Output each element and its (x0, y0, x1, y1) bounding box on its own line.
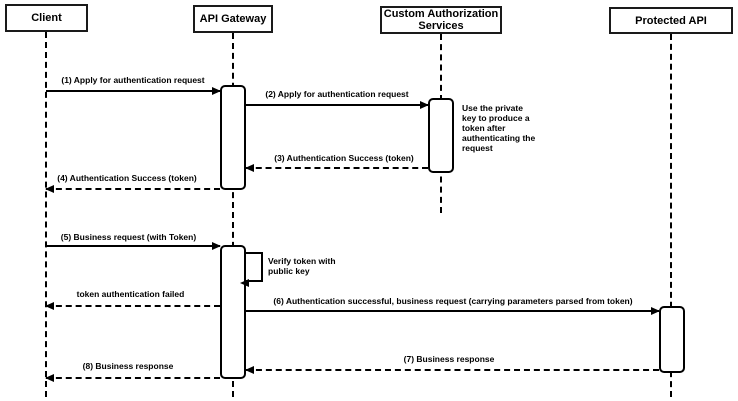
message-4-line (46, 188, 220, 190)
arrowhead-right-icon (651, 307, 660, 315)
arrowhead-right-icon (212, 87, 221, 95)
activation-custom-authorization-services (428, 98, 454, 173)
lifeline-api-gateway (232, 33, 234, 397)
lifeline-client (45, 32, 47, 397)
message-token-failed-line (46, 305, 220, 307)
participant-api-gateway-label: API Gateway (199, 13, 267, 25)
message-1-line (46, 90, 220, 92)
arrowhead-left-icon (245, 164, 254, 172)
self-message-verify-token-label: Verify token with public key (268, 256, 336, 276)
participant-api-gateway: API Gateway (193, 5, 273, 33)
message-5-label: (5) Business request (with Token) (60, 232, 197, 242)
message-4-label: (4) Authentication Success (token) (57, 173, 197, 183)
message-7-line (246, 369, 659, 371)
self-message-verify-token (240, 252, 263, 287)
activation-api-gateway-2 (220, 245, 246, 379)
note-private-key: Use the private key to produce a token a… (462, 103, 536, 153)
message-1-label: (1) Apply for authentication request (61, 75, 205, 85)
arrowhead-left-icon (245, 366, 254, 374)
participant-protected-api: Protected API (609, 7, 733, 34)
participant-client: Client (5, 4, 88, 32)
message-3-line (246, 167, 428, 169)
participant-custom-authorization-services-label: Custom Authorization Services (383, 8, 499, 32)
message-5-line (46, 245, 220, 247)
lifeline-protected-api (670, 34, 672, 397)
message-2-label: (2) Apply for authentication request (265, 89, 409, 99)
message-6-line (246, 310, 659, 312)
arrowhead-left-icon (45, 185, 54, 193)
activation-protected-api (659, 306, 685, 373)
message-8-line (46, 377, 220, 379)
participant-custom-authorization-services: Custom Authorization Services (380, 6, 502, 34)
participant-protected-api-label: Protected API (635, 14, 707, 27)
arrowhead-left-icon (45, 302, 54, 310)
participant-client-label: Client (31, 12, 62, 24)
message-token-failed-label: token authentication failed (76, 289, 185, 299)
message-3-label: (3) Authentication Success (token) (274, 153, 414, 163)
message-8-label: (8) Business response (82, 361, 174, 371)
message-6-label: (6) Authentication successful, business … (273, 296, 633, 306)
message-7-label: (7) Business response (403, 354, 495, 364)
message-2-line (246, 104, 428, 106)
arrowhead-left-icon (45, 374, 54, 382)
arrowhead-right-icon (420, 101, 429, 109)
activation-api-gateway-1 (220, 85, 246, 190)
arrowhead-left-icon (240, 279, 249, 287)
arrowhead-right-icon (212, 242, 221, 250)
